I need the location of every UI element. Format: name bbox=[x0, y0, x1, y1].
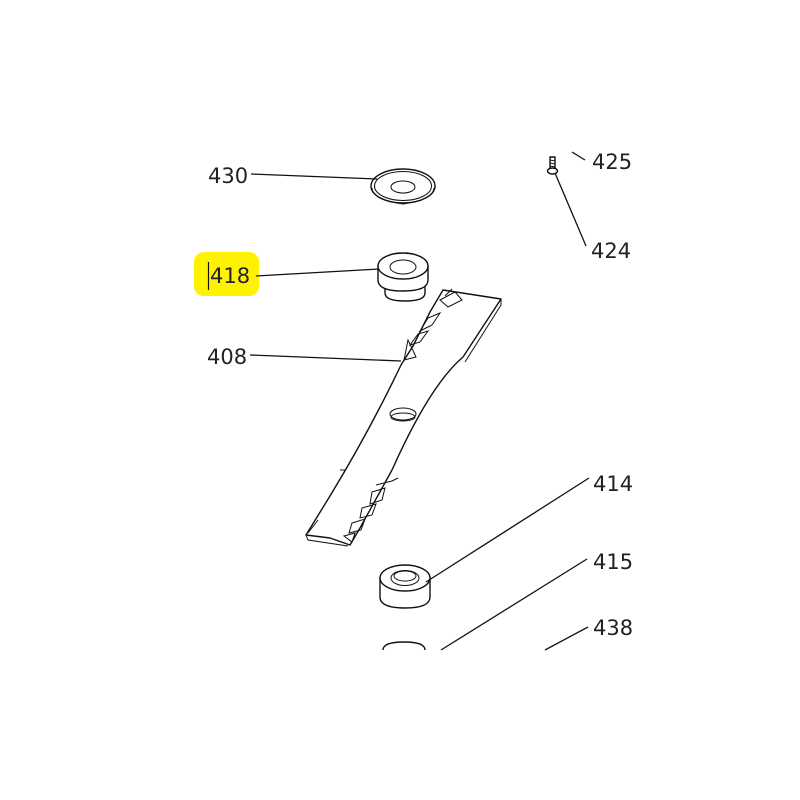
callout-415[interactable]: 415 bbox=[593, 550, 633, 574]
spacer-icon bbox=[379, 564, 431, 609]
callout-418-highlight bbox=[194, 252, 259, 296]
leader-418 bbox=[255, 268, 380, 277]
leader-424 bbox=[554, 172, 587, 247]
callout-430[interactable]: 430 bbox=[208, 164, 248, 188]
washer-icon bbox=[382, 641, 426, 651]
leader-425 bbox=[571, 151, 586, 161]
seal-ring-icon bbox=[370, 168, 436, 205]
leader-430 bbox=[250, 173, 378, 180]
leader-438 bbox=[544, 626, 589, 651]
leader-414 bbox=[425, 477, 590, 583]
bolt-icon bbox=[546, 156, 559, 175]
callout-438[interactable]: 438 bbox=[593, 616, 633, 640]
mower-blade-icon bbox=[305, 288, 502, 547]
callout-labels: 430 425 424 418 408 414 415 438 bbox=[207, 150, 633, 640]
callout-424[interactable]: 424 bbox=[591, 239, 631, 263]
callout-408[interactable]: 408 bbox=[207, 345, 247, 369]
leader-415 bbox=[440, 558, 588, 651]
callout-425[interactable]: 425 bbox=[592, 150, 632, 174]
callout-418[interactable]: 418 bbox=[210, 264, 250, 288]
callout-414[interactable]: 414 bbox=[593, 472, 633, 496]
leader-408 bbox=[249, 354, 402, 362]
bushing-icon bbox=[377, 252, 429, 302]
leader-lines bbox=[249, 151, 590, 651]
